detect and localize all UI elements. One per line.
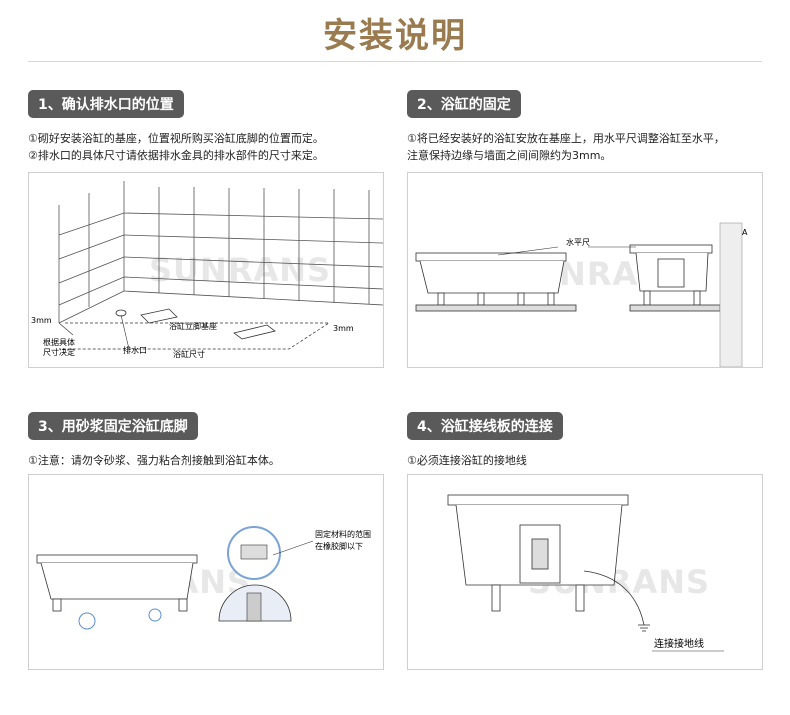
leader-line — [497, 246, 559, 256]
tub-outline — [59, 322, 331, 350]
range-label: 固定材料的范围 — [315, 529, 371, 539]
title-divider — [28, 61, 762, 62]
section-wiring: 4、浴缸接线板的连接 ①必须连接浴缸的接地线 — [407, 412, 763, 469]
section-heading: 2、浴缸的固定 — [407, 90, 521, 118]
ground-wire — [583, 570, 645, 626]
section-tub-fixing: 2、浴缸的固定 ①将已经安装好的浴缸安放在基座上，用水平尺调整浴缸至水平， 注意… — [407, 90, 763, 164]
note-label: 尺寸决定 — [43, 347, 75, 357]
tub-side-view — [415, 252, 577, 312]
drain-label: 排水口 — [123, 345, 147, 355]
section-drain-position: 1、确认排水口的位置 ①砌好安装浴缸的基座，位置视所购买浴缸底脚的位置而定。 ②… — [28, 90, 384, 164]
foot-detail-marker — [78, 612, 96, 630]
foot-detail-marker — [148, 608, 162, 622]
note-line: ①砌好安装浴缸的基座，位置视所购买浴缸底脚的位置而定。 — [28, 132, 324, 145]
note-line: ②排水口的具体尺寸请依据排水金具的排水部件的尺寸来定。 — [28, 149, 324, 162]
diagram-wiring: SUNRANS 连接接地线 — [407, 474, 763, 670]
rubber-foot — [240, 544, 268, 560]
tile-wall — [58, 181, 383, 324]
note-line: 注意保持边缘与墙面之间间隙约为3mm。 — [407, 149, 612, 162]
leader-line — [272, 540, 314, 556]
foot-post — [246, 592, 262, 622]
section-notes: ①注意：请勿令砂浆、强力粘合剂接触到浴缸本体。 — [28, 452, 384, 469]
wall-section — [719, 222, 743, 367]
base-blocks — [140, 308, 276, 340]
tub-end-view — [447, 494, 629, 612]
dim-label: 3mm — [333, 324, 354, 333]
section-mortar-fixing: 3、用砂浆固定浴缸底脚 ①注意：请勿令砂浆、强力粘合剂接触到浴缸本体。 — [28, 412, 384, 469]
leader-line — [120, 314, 130, 350]
section-heading: 4、浴缸接线板的连接 — [407, 412, 563, 440]
note-line: ①将已经安装好的浴缸安放在基座上，用水平尺调整浴缸至水平， — [407, 132, 725, 145]
a-label: A — [742, 228, 748, 237]
section-heading: 3、用砂浆固定浴缸底脚 — [28, 412, 198, 440]
tub-end-view — [629, 244, 721, 312]
note-line: ①必须连接浴缸的接地线 — [407, 454, 527, 467]
size-label: 浴缸尺寸 — [173, 349, 205, 359]
range-label: 在橡胶脚以下 — [315, 541, 363, 551]
page-title: 安装说明 — [323, 16, 467, 56]
tub-side-view — [36, 554, 198, 612]
base-label: 浴缸立脚基座 — [169, 321, 217, 331]
section-notes: ①将已经安装好的浴缸安放在基座上，用水平尺调整浴缸至水平， 注意保持边缘与墙面之… — [407, 130, 763, 164]
section-heading: 1、确认排水口的位置 — [28, 90, 184, 118]
ground-label: 连接接地线 — [654, 637, 704, 650]
diagram-drain-position: SUNRANS 3mm — [28, 172, 384, 368]
dim-label: 3mm — [31, 316, 52, 325]
section-notes: ①砌好安装浴缸的基座，位置视所购买浴缸底脚的位置而定。 ②排水口的具体尺寸请依据… — [28, 130, 384, 164]
section-notes: ①必须连接浴缸的接地线 — [407, 452, 763, 469]
watermark: SUNRANS — [149, 251, 331, 289]
note-line: ①注意：请勿令砂浆、强力粘合剂接触到浴缸本体。 — [28, 454, 280, 467]
leader-line — [58, 322, 74, 336]
note-label: 根据具体 — [43, 337, 75, 347]
diagram-tub-fixing: SUNRANS 水平尺 A — [407, 172, 763, 368]
level-label: 水平尺 — [566, 237, 590, 247]
diagram-mortar-fixing: SUNRANS 固定材料的范围 在橡胶脚以下 — [28, 474, 384, 670]
